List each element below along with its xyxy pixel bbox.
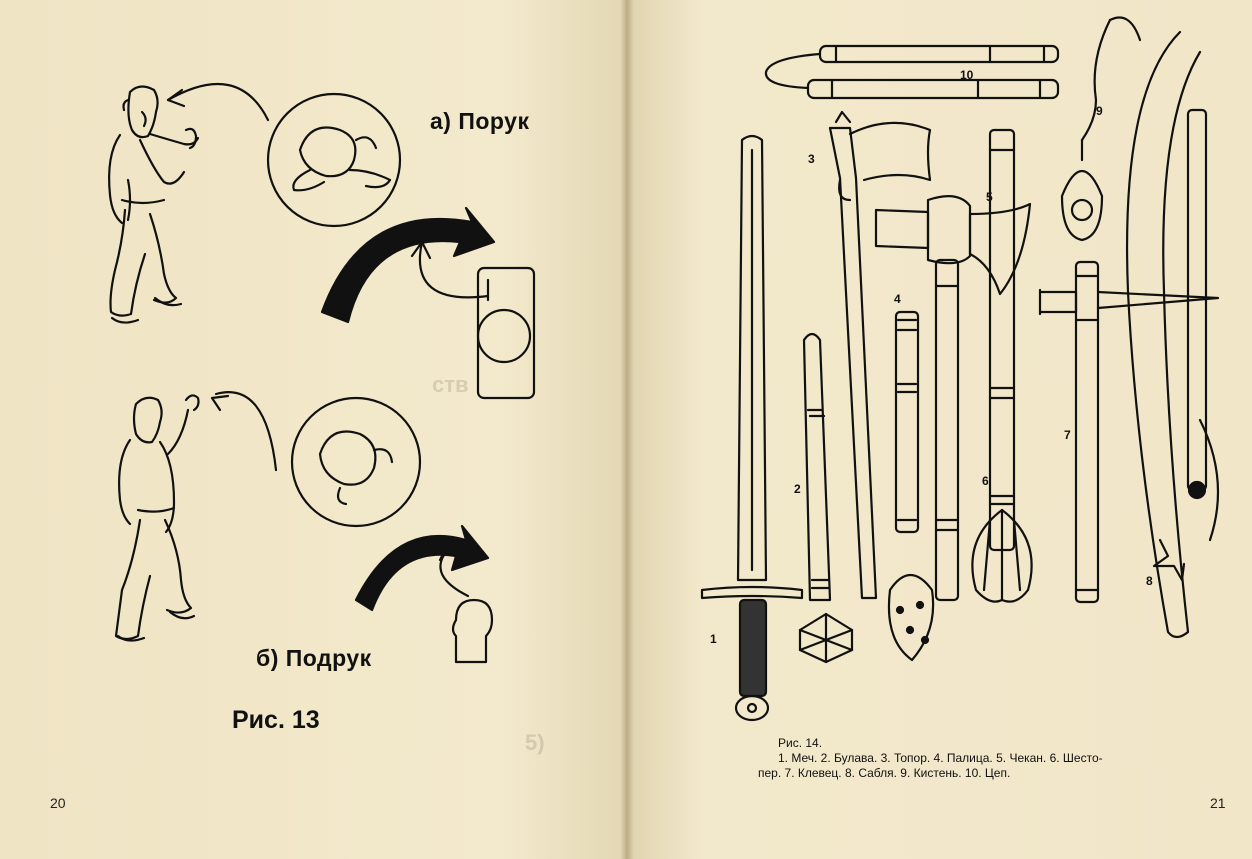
figure-b-label: б) Подрук (256, 645, 372, 671)
weapon-number: 2 (794, 482, 801, 496)
klevets-drawing (1038, 260, 1220, 604)
weapon-number: 5 (986, 190, 993, 204)
caption-line: 1. Меч. 2. Булава. 3. Топор. 4. Палица. … (778, 751, 1103, 765)
man-figure-b (114, 394, 200, 642)
caption-title: Рис. 14. (778, 736, 823, 750)
weapon-number: 10 (960, 68, 974, 82)
figure-13-drawing (108, 82, 536, 664)
war-hammer-drawing (874, 195, 1032, 602)
weapon-number: 3 (808, 152, 815, 166)
shestoper-drawing (971, 128, 1033, 603)
flail-drawing (764, 44, 1060, 100)
book-spine (620, 0, 634, 859)
bleed-through-mark: 5) (525, 730, 545, 755)
kisten-drawing (1060, 16, 1208, 500)
bleed-through-mark: ств (432, 372, 469, 397)
weapon-number: 9 (1096, 104, 1103, 118)
saber-drawing (1125, 30, 1220, 639)
caption-line: пер. 7. Клевец. 8. Сабля. 9. Кистень. 10… (758, 766, 1011, 780)
axe-drawing (828, 110, 932, 600)
figure-14-caption: Рис. 14. 1. Меч. 2. Булава. 3. Топор. 4.… (758, 736, 1103, 781)
figure-13-title: Рис. 13 (232, 706, 320, 734)
weapon-number: 8 (1146, 574, 1153, 588)
right-page (626, 0, 1252, 859)
detail-circle-b (290, 396, 422, 528)
weapon-number: 1 (710, 632, 717, 646)
weapon-number: 4 (894, 292, 901, 306)
weapon-number: 7 (1064, 428, 1071, 442)
weapon-number: 6 (982, 474, 989, 488)
detail-circle-a (266, 92, 402, 228)
sword-drawing (700, 134, 804, 722)
man-figure-a (108, 85, 200, 324)
club-drawing (887, 310, 935, 662)
figure-a-label: а) Порук (430, 108, 530, 134)
page-number-left: 20 (50, 795, 66, 811)
page-number-right: 21 (1210, 795, 1226, 811)
mace-drawing (798, 332, 854, 664)
left-page (0, 0, 626, 859)
